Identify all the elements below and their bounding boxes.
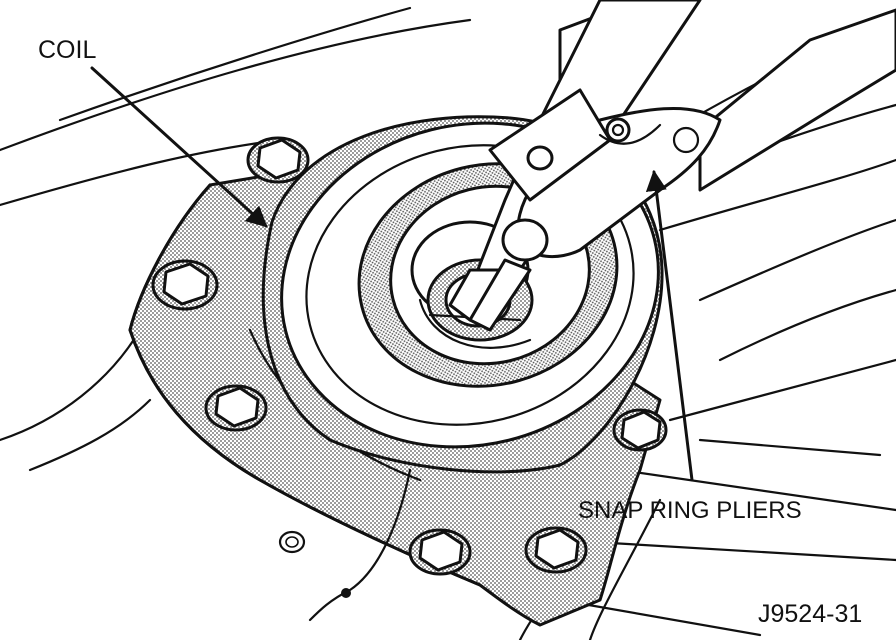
fitting-hole-inner xyxy=(285,536,299,548)
coil-leader-arrow xyxy=(90,66,268,228)
figure-id-label: J9524-31 xyxy=(758,600,862,628)
snap-ring-pliers-label: SNAP RING PLIERS xyxy=(578,497,802,524)
fitting-hole xyxy=(278,530,306,554)
coil-label: COIL xyxy=(38,36,96,64)
coil-wire-connector xyxy=(341,588,351,598)
mounting-bolts xyxy=(151,136,668,576)
bolt-bottom-right xyxy=(524,526,588,574)
bolt-lower-left xyxy=(204,384,268,432)
coil-wire xyxy=(308,468,412,622)
bolt-top xyxy=(246,136,310,184)
bolt-bottom-left xyxy=(408,528,472,576)
bolt-right xyxy=(612,408,668,452)
snap-ring-pliers xyxy=(448,0,896,332)
bolt-left xyxy=(151,259,219,311)
pliers-leader-arrow xyxy=(645,169,694,482)
